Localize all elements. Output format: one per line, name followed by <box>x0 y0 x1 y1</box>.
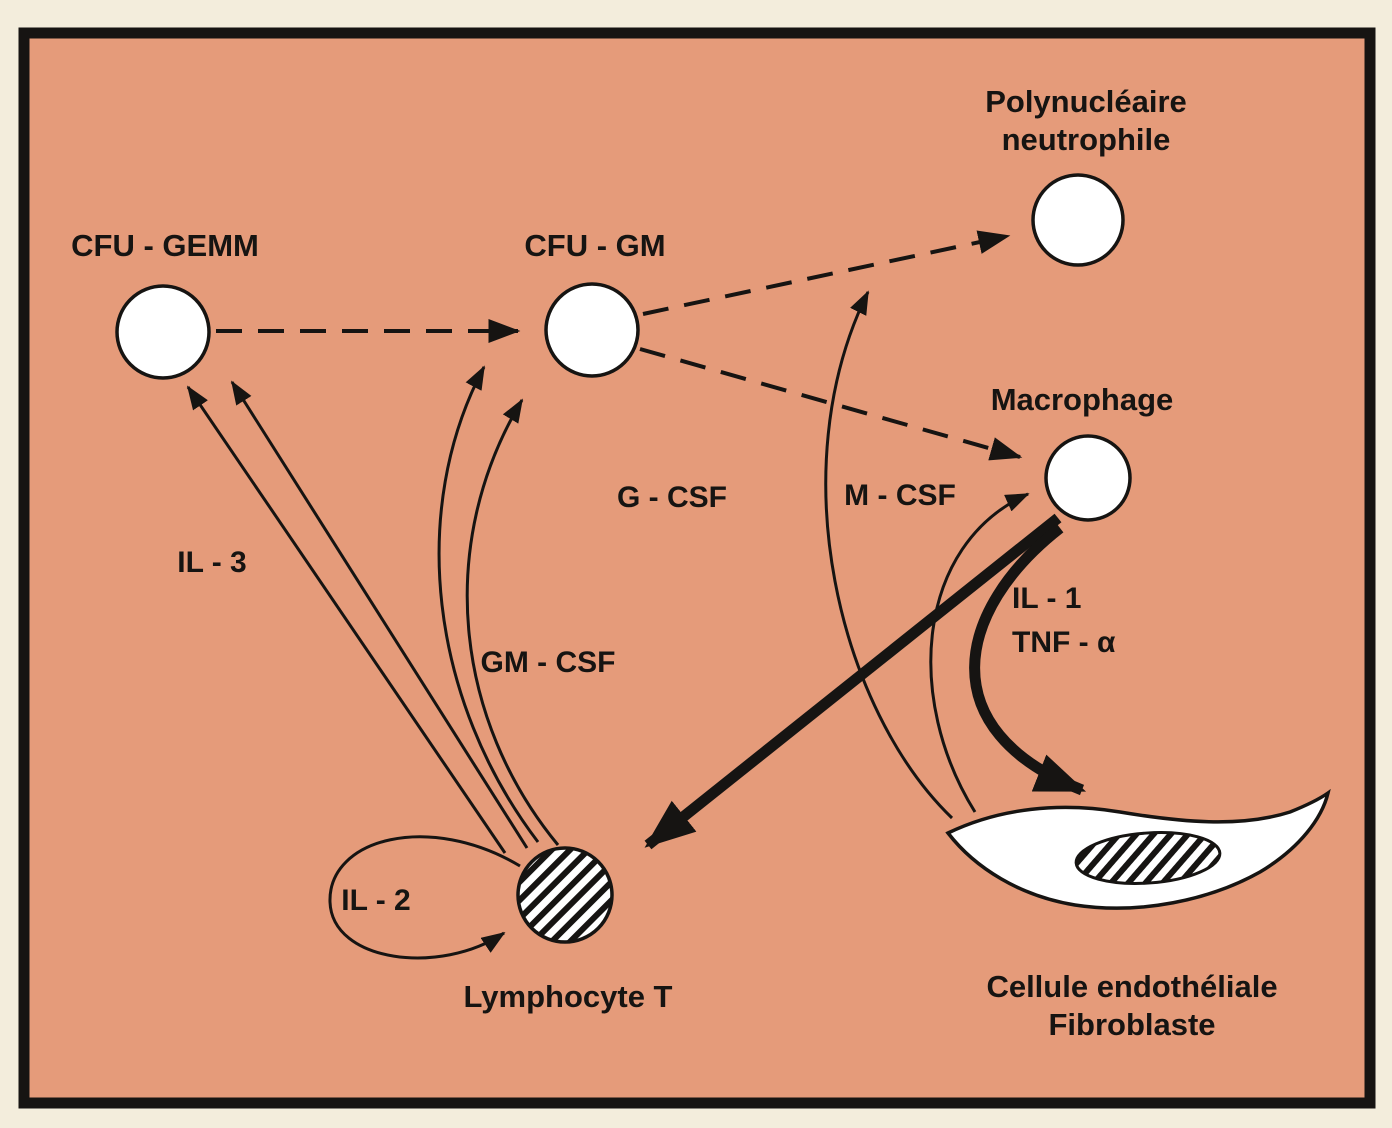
endothelial-label-line1: Cellule endothéliale <box>986 969 1277 1004</box>
arrow-macrophage-to-lymphocyte <box>644 513 1062 850</box>
arrow-gmcsf-b <box>465 398 560 846</box>
tnf-alpha-label: TNF - α <box>1012 626 1116 659</box>
gcsf-label: G - CSF <box>617 481 727 514</box>
differentiation-arrows <box>216 230 1023 461</box>
arrow-il3-a <box>186 385 507 854</box>
endothelial-label-line2: Fibroblaste <box>1048 1007 1215 1042</box>
il1-tnf-arrows <box>644 513 1087 850</box>
arrow-il3-b <box>230 380 529 849</box>
endothelial-cell-nucleus <box>1074 831 1222 885</box>
arrow-il2-loop <box>328 835 521 960</box>
il2-label: IL - 2 <box>341 884 410 917</box>
gmcsf-label: GM - CSF <box>481 646 616 679</box>
arrow-gcsf <box>824 290 954 820</box>
node-labels: CFU - GEMM CFU - GM Polynucléaire neutro… <box>71 84 1277 1042</box>
lymphocyte-t-cell <box>516 846 614 944</box>
cytokine-labels: IL - 3 GM - CSF G - CSF M - CSF IL - 1 T… <box>177 479 1116 917</box>
neutrophil-label-line2: neutrophile <box>1002 122 1171 157</box>
mcsf-label: M - CSF <box>844 479 956 512</box>
il1-label: IL - 1 <box>1012 582 1081 615</box>
cfu-gemm-cell <box>115 284 211 380</box>
arrow-gmcsf-a <box>437 365 540 843</box>
arrow-macrophage-to-endothelial <box>969 523 1087 796</box>
cytokine-arrows <box>186 290 1030 960</box>
arrow-cfugm-to-neutrophil <box>642 230 1011 316</box>
neutrophil-cell <box>1031 173 1125 267</box>
il3-label: IL - 3 <box>177 546 246 579</box>
macrophage-label: Macrophage <box>991 382 1174 417</box>
diagram-frame <box>18 27 1376 1109</box>
macrophage-cell <box>1044 434 1132 522</box>
cell-nodes <box>115 173 1132 944</box>
arrow-cfugm-to-macrophage <box>639 347 1023 461</box>
cfu-gemm-label: CFU - GEMM <box>71 228 259 263</box>
arrow-mcsf <box>929 492 1030 813</box>
cfu-gm-label: CFU - GM <box>524 228 665 263</box>
cfu-gm-cell <box>544 282 640 378</box>
endothelial-cell <box>945 788 1331 910</box>
neutrophil-label-line1: Polynucléaire <box>985 84 1187 119</box>
lymphocyte-label: Lymphocyte T <box>464 979 673 1014</box>
